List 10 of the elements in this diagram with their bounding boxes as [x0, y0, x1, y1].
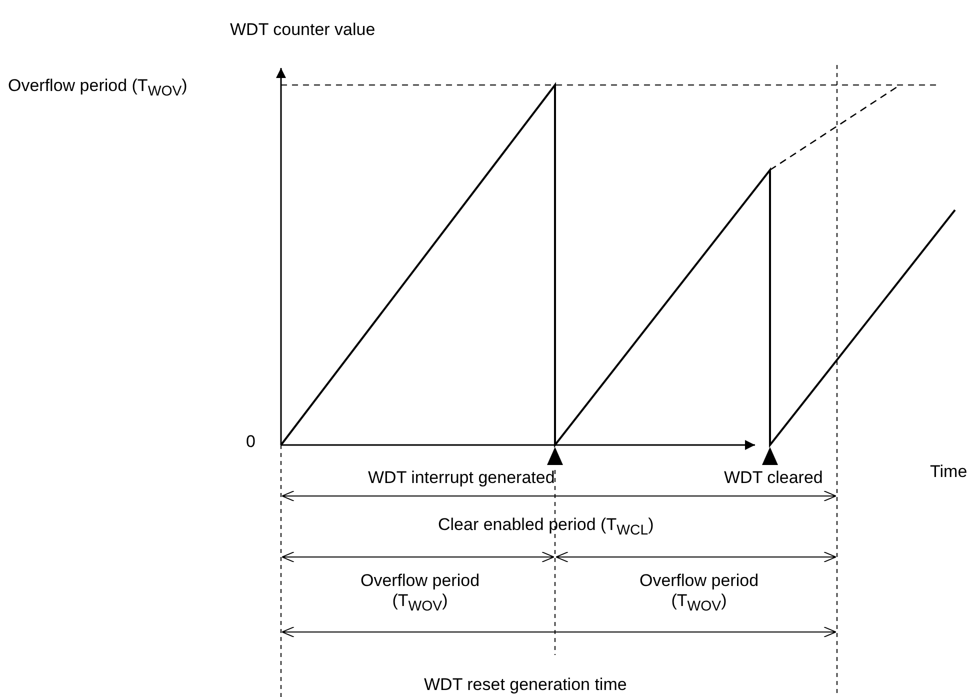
dimension-label: Overflow period (T$_{WOV}$): [638, 571, 760, 616]
axis-title: WDT counter value: [230, 20, 376, 40]
axis-title: Time: [930, 462, 968, 482]
event-label: WDT interrupt generated: [368, 468, 555, 488]
event-label: WDT cleared: [724, 468, 823, 488]
dimension-label: Clear enabled period (T$_{WCL}$): [438, 515, 654, 540]
axis-label: 0: [246, 432, 256, 452]
axis-label: Overflow period (T$_{WOV}$): [8, 76, 188, 102]
dimension-label: Overflow period (T$_{WOV}$): [359, 571, 481, 616]
dimension-label: WDT reset generation time: [424, 675, 627, 695]
